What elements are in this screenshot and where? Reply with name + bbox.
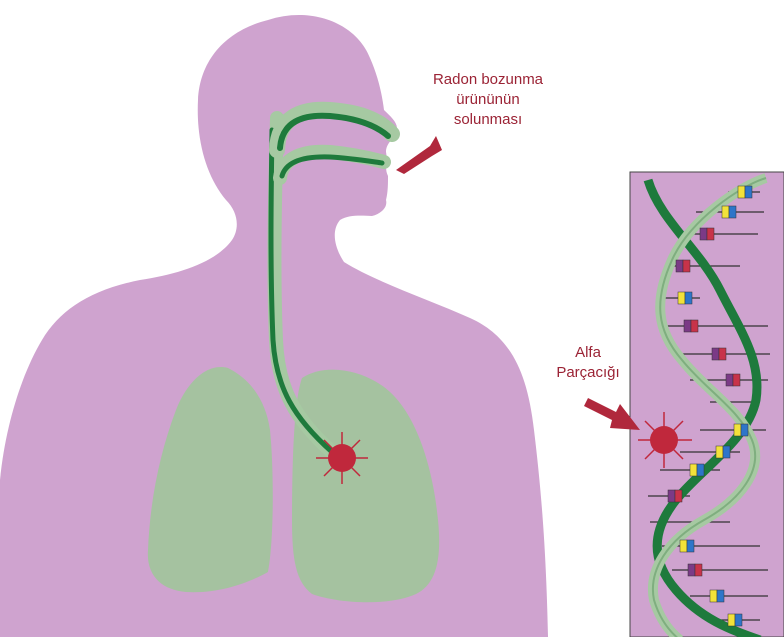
radon-label-line1: Radon bozunma — [413, 70, 563, 90]
alpha-label-line2: Parçacığı — [548, 363, 628, 383]
dna-panel — [630, 172, 784, 637]
radon-inhalation-label: Radon bozunma ürününün solunması — [413, 70, 563, 130]
radon-label-line2: ürününün — [413, 90, 563, 110]
alpha-label-line1: Alfa — [548, 343, 628, 363]
alpha-particle-label: Alfa Parçacığı — [548, 343, 628, 383]
inhalation-arrow — [396, 136, 442, 174]
radon-label-line3: solunması — [413, 110, 563, 130]
